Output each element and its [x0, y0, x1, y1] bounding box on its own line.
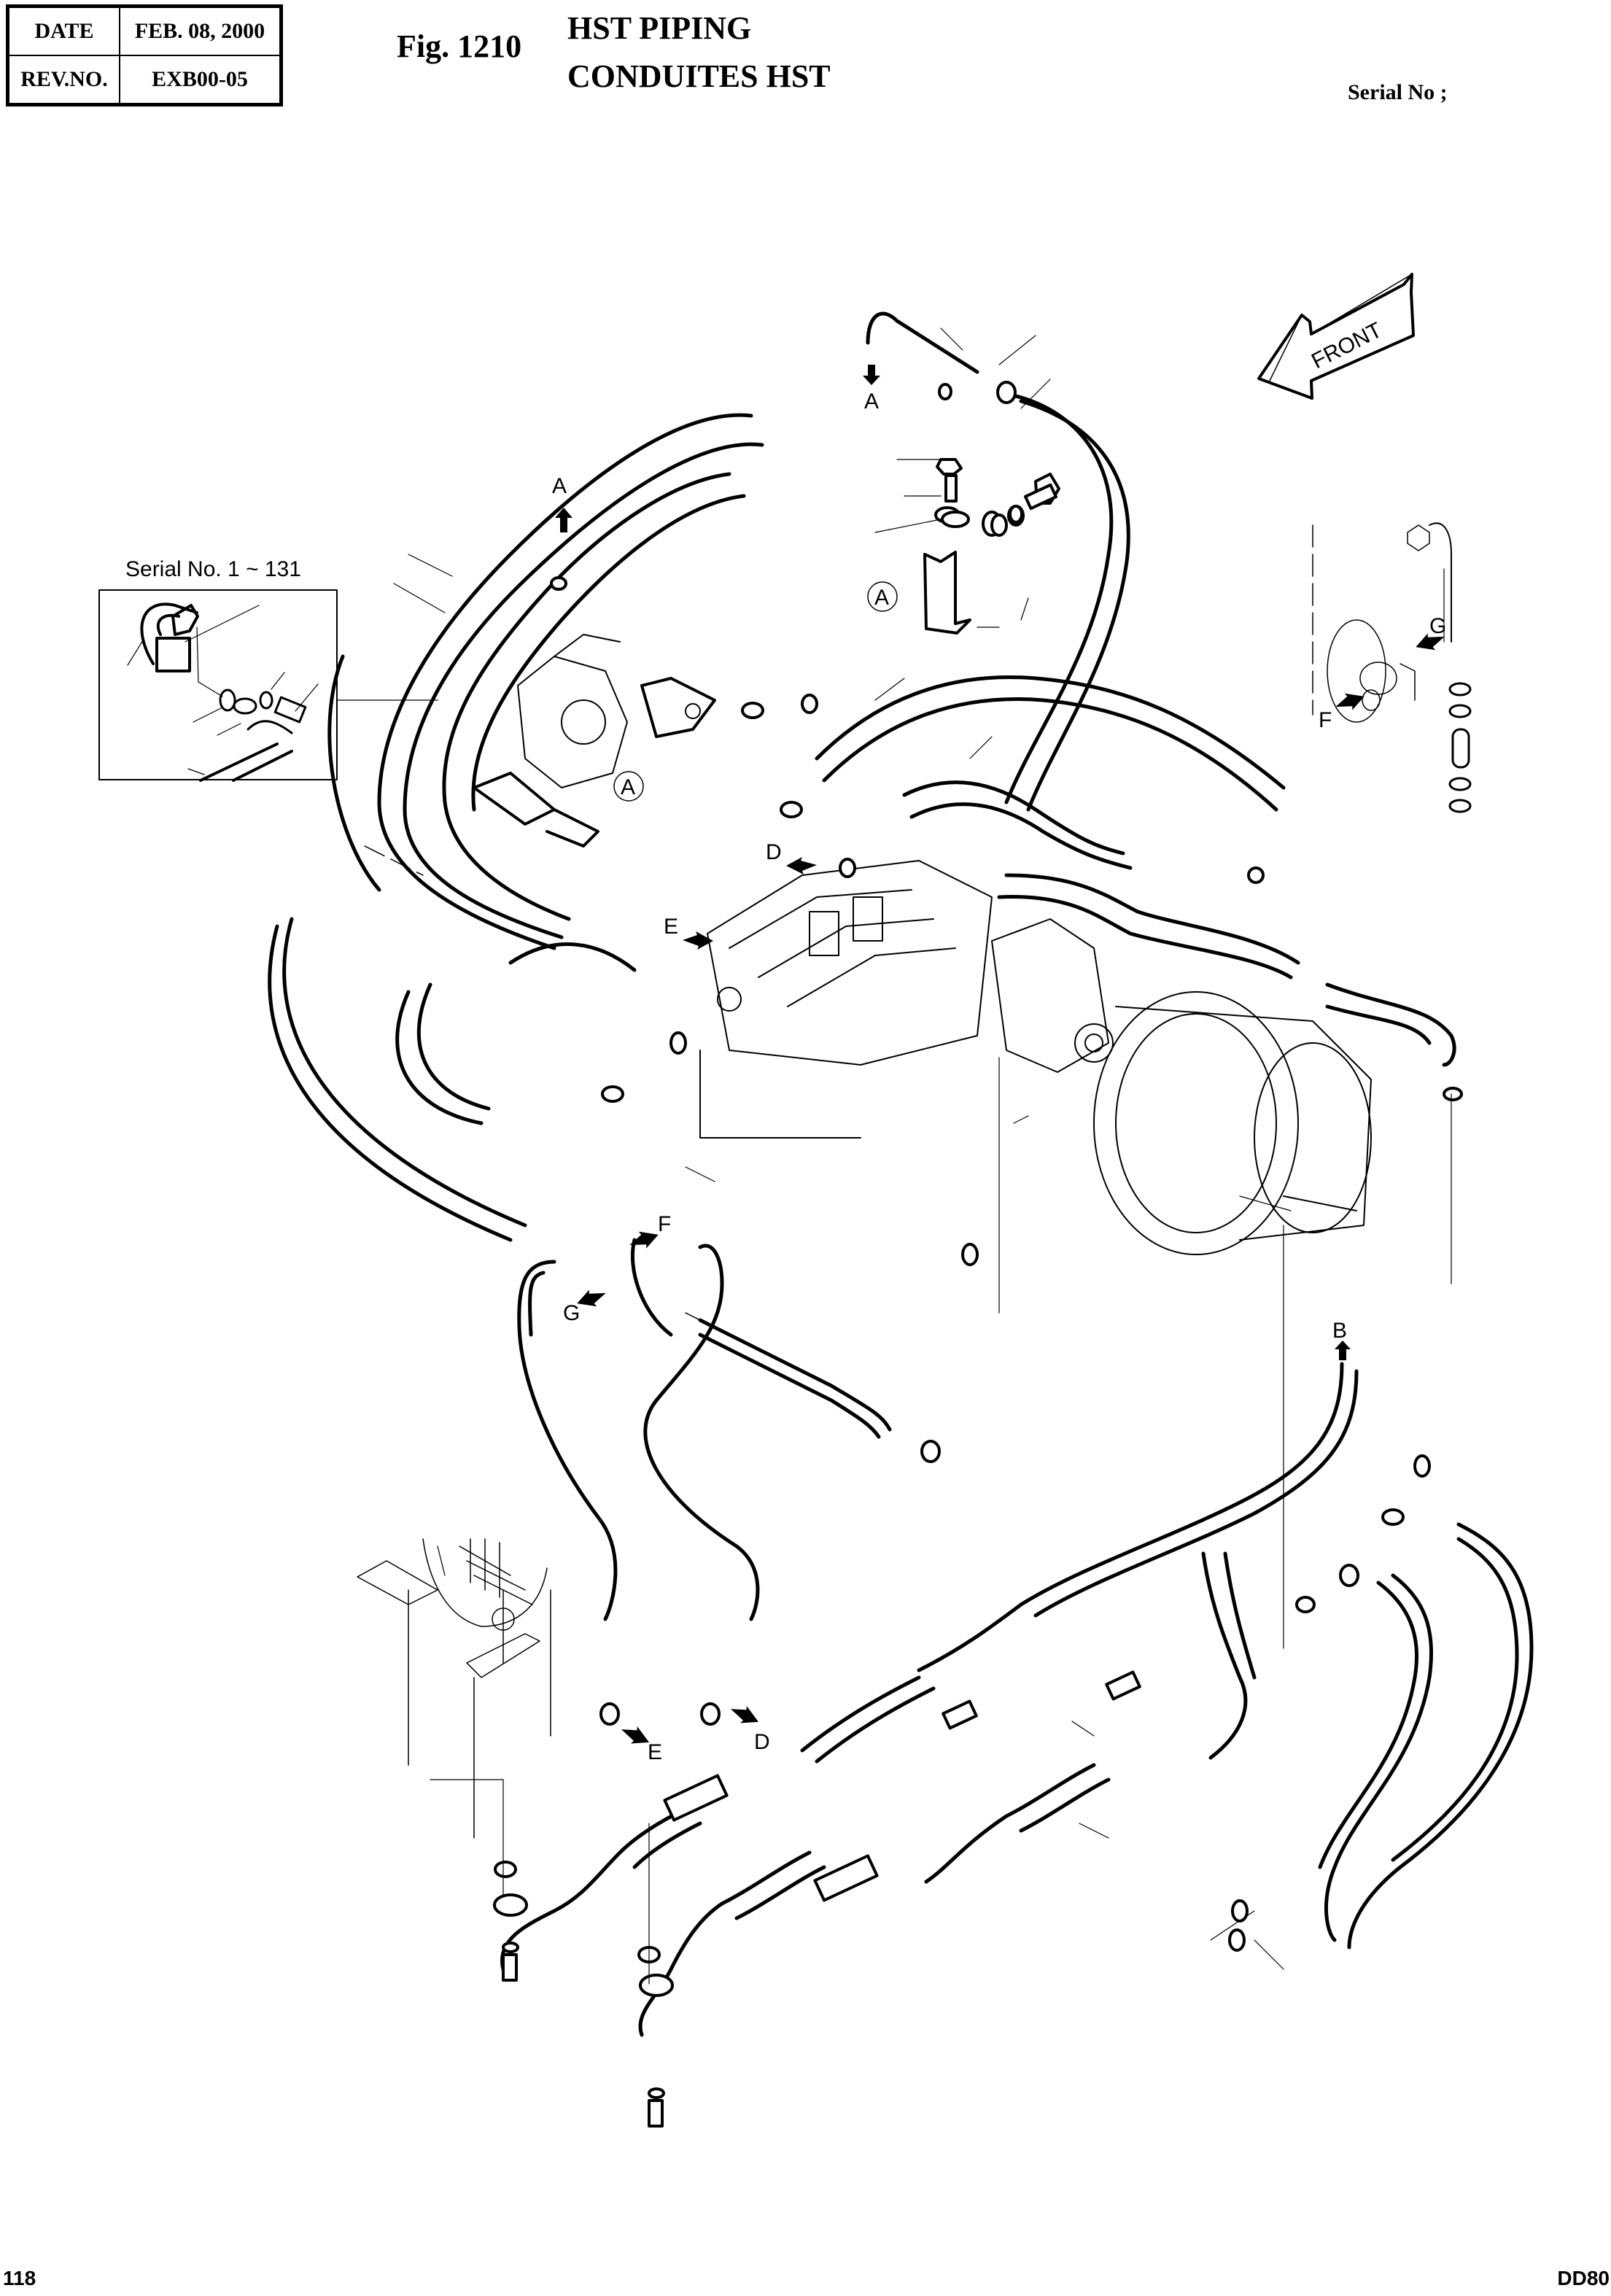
flange-fittings	[493, 1670, 1141, 2128]
model-name: DD80	[1557, 2267, 1610, 2289]
dashed-guide-lines	[364, 524, 1313, 1335]
fittings	[494, 381, 1463, 1963]
oil-cooler	[357, 1538, 551, 1839]
main-hose-bundle	[327, 413, 764, 950]
hst-pump-assembly	[473, 634, 716, 848]
inset-fittings	[199, 689, 307, 782]
inset-serial-label: Serial No. 1 ~ 131	[125, 557, 301, 581]
rev-label: REV.NO.	[7, 55, 120, 106]
check-valve-assembly	[1327, 522, 1472, 813]
arrow-right-icon	[621, 1726, 650, 1744]
figure-title: HST PIPING CONDUITES HST	[567, 4, 831, 101]
arrow-right-icon	[683, 931, 713, 950]
arrow-right-icon	[1335, 693, 1365, 710]
callout-e-upper: E	[664, 915, 678, 939]
callout-a-pump: A	[621, 775, 635, 799]
callout-d-upper: D	[766, 840, 782, 864]
callout-f-center: F	[658, 1212, 671, 1236]
pipe-bracket	[923, 458, 1060, 635]
arrow-right-icon	[629, 1231, 659, 1249]
left-hoses	[268, 917, 637, 1242]
serial-number-label: Serial No ;	[1348, 80, 1448, 104]
rev-value: EXB00-05	[119, 55, 282, 106]
callout-f-right: F	[1319, 708, 1332, 732]
circle-callouts	[613, 581, 898, 802]
callout-g-center: G	[563, 1301, 580, 1325]
direction-arrows	[555, 365, 1445, 1744]
callout-g-right: G	[1429, 614, 1446, 638]
date-value: FEB. 08, 2000	[119, 5, 282, 56]
lower-tube-assembly	[500, 1362, 1359, 2037]
leader-lines	[393, 327, 1452, 1985]
serial-inset: Serial No. 1 ~ 131	[98, 557, 438, 782]
right-lower-hoses	[1318, 1522, 1534, 1950]
arrow-left-icon	[1416, 633, 1445, 651]
arrow-left-icon	[577, 1289, 606, 1307]
callout-a-pipe: A	[552, 474, 567, 498]
callout-e-lower: E	[648, 1740, 662, 1764]
arrow-left-icon	[786, 857, 817, 874]
title-french: CONDUITES HST	[567, 58, 831, 94]
callout-b: B	[1332, 1319, 1347, 1343]
date-label: DATE	[7, 5, 120, 56]
figure-number: Fig. 1210	[397, 28, 522, 64]
center-hoses	[517, 1238, 892, 1621]
callout-a-bracket: A	[874, 586, 889, 610]
revision-table: DATE FEB. 08, 2000 REV.NO. EXB00-05	[6, 4, 283, 106]
callout-a-top: A	[864, 389, 879, 414]
arrow-right-icon	[730, 1705, 759, 1723]
arrow-down-icon	[863, 365, 880, 385]
arrow-up-icon	[555, 508, 572, 532]
right-upper-hoses	[815, 311, 1456, 1067]
travel-motor-final-drive	[991, 918, 1372, 1255]
arrow-up-icon	[1335, 1341, 1351, 1360]
callout-d-lower: D	[754, 1730, 770, 1754]
title-english: HST PIPING	[567, 10, 752, 46]
main-pump-block	[699, 860, 993, 1139]
page-number: 118	[3, 2267, 36, 2289]
front-arrow-icon: FRONT	[1257, 273, 1415, 400]
inset-flange-elbow	[140, 602, 199, 672]
